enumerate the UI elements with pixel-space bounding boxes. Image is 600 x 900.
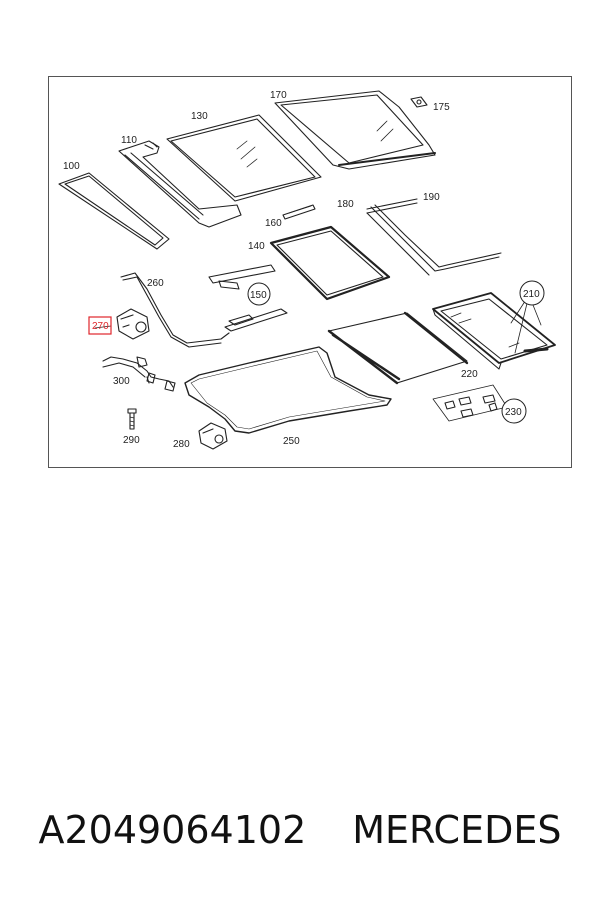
part-210-roof-frame <box>432 292 556 370</box>
part-290-bolt <box>127 408 137 430</box>
part-150-guide-rails <box>208 264 288 332</box>
part-260-cable <box>120 272 230 348</box>
callout-290: 290 <box>123 435 140 446</box>
callout-circle-230 <box>501 398 527 424</box>
callout-110: 110 <box>121 135 137 146</box>
part-140-frame-seal <box>269 225 391 301</box>
part-number: A2049064102 <box>38 808 307 852</box>
part-170-rear-glass <box>274 90 436 170</box>
callout-circle-210 <box>519 280 545 306</box>
part-280-motor <box>198 422 228 450</box>
callout-210: 210 <box>523 289 540 300</box>
callout-220: 220 <box>461 369 478 380</box>
callout-250: 250 <box>283 436 300 447</box>
callout-280: 280 <box>173 439 190 450</box>
leader-lines <box>94 294 542 354</box>
callout-170: 170 <box>270 90 287 101</box>
part-160-rail <box>282 204 316 220</box>
callout-260: 260 <box>147 278 164 289</box>
highlight-box-270 <box>88 316 112 335</box>
callout-190: 190 <box>423 192 440 203</box>
exploded-roof-diagram: 100 110 130 140 150 160 170 175 180 190 … <box>58 90 556 450</box>
part-180-seal-strip <box>366 198 430 276</box>
brand-name: MERCEDES <box>352 808 562 852</box>
part-300-wiring-harness <box>102 356 176 392</box>
part-190-seal-strip <box>370 204 502 272</box>
part-100-panel <box>58 172 170 250</box>
part-220-shade-panel <box>327 311 469 385</box>
callout-circle-150 <box>247 282 271 306</box>
callout-100: 100 <box>63 161 80 172</box>
part-230-clip-set <box>432 384 508 422</box>
callout-160: 160 <box>265 218 282 229</box>
callout-230: 230 <box>505 407 522 418</box>
part-175-clip <box>410 96 428 108</box>
part-270-motor <box>116 308 150 340</box>
callout-150: 150 <box>250 290 267 301</box>
callout-300: 300 <box>113 376 130 387</box>
callout-140: 140 <box>248 241 265 252</box>
callout-180: 180 <box>337 199 354 210</box>
part-250-seal-loop <box>184 346 392 434</box>
part-110-frame-bow <box>118 140 242 228</box>
part-caption: A2049064102 MERCEDES <box>0 800 600 860</box>
callout-175: 175 <box>433 102 450 113</box>
callout-130: 130 <box>191 111 208 122</box>
part-130-glass-panel <box>166 114 322 202</box>
callout-270: 270 <box>92 321 109 332</box>
parts-diagram: 100 110 130 140 150 160 170 175 180 190 … <box>48 76 572 468</box>
